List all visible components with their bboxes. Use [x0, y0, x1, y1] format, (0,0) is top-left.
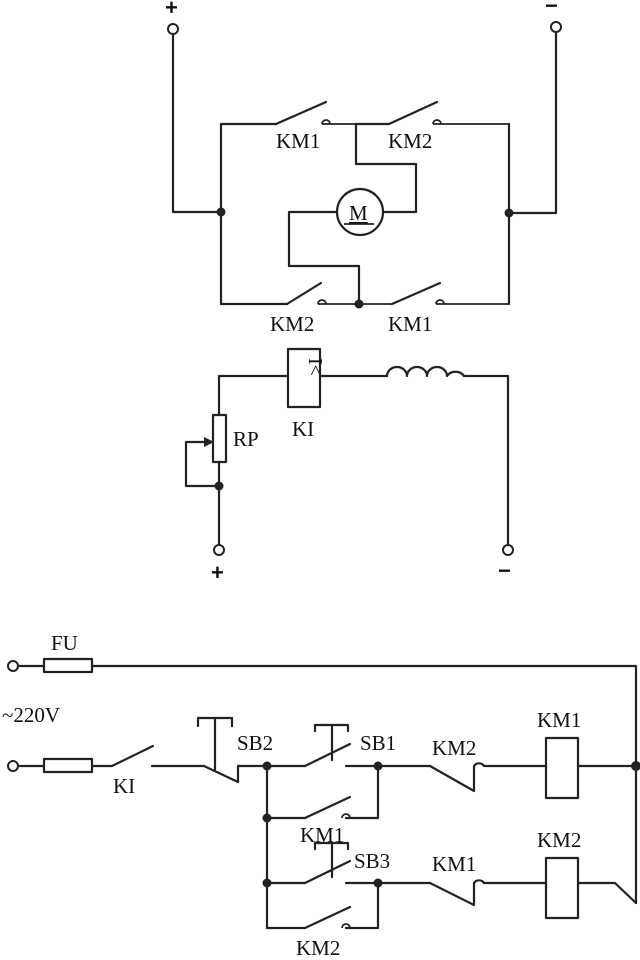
armature-minus-sign: − — [545, 0, 558, 18]
supply-terminal-top — [7, 660, 19, 672]
label-km2-coil: KM2 — [537, 828, 581, 852]
field-plus-sign: + — [211, 560, 224, 585]
field-minus-sign: − — [498, 558, 511, 583]
motor-label: M — [349, 201, 368, 225]
junction-bottom-mid — [354, 299, 364, 309]
motor-lower-lead — [287, 210, 361, 306]
button-sb2[interactable] — [196, 716, 240, 784]
contact-bottom-right-fixed — [435, 299, 509, 305]
junction-left — [216, 207, 226, 217]
contact-top-left-blade — [274, 100, 328, 126]
undercurrent-relay-box — [286, 347, 322, 409]
coil-km1 — [544, 736, 580, 800]
rheostat-wiper — [184, 440, 221, 488]
label-ki-relay: KI — [292, 417, 314, 441]
armature-plus-terminal — [167, 23, 179, 35]
label-km1-coil: KM1 — [537, 708, 581, 732]
label-km1-top: KM1 — [276, 129, 320, 153]
motor-symbol — [335, 187, 385, 237]
label-km1-interlock: KM1 — [432, 852, 476, 876]
contact-km2-hold-fixed — [341, 923, 351, 929]
junction-sb3-out — [373, 878, 383, 888]
fuse-bottom — [42, 757, 94, 774]
armature-minus-terminal — [550, 21, 562, 33]
label-rp: RP — [233, 427, 259, 451]
field-circuit: I< KI RP + − — [184, 347, 514, 585]
label-km2-bottom: KM2 — [270, 312, 314, 336]
armature-plus-lead — [171, 32, 223, 214]
motor-upper-lead — [354, 122, 418, 214]
contact-bottom-left-blade — [285, 281, 323, 306]
forward-hold-branch — [265, 764, 380, 820]
contact-ki-blade — [110, 744, 155, 768]
button-sb3[interactable] — [303, 841, 352, 885]
contact-top-right-blade — [387, 100, 439, 126]
coil-km2 — [544, 856, 580, 920]
undercurrent-relay-symbol: I< — [304, 358, 326, 376]
junction-sb1-out — [373, 761, 383, 771]
label-ki-contact: KI — [113, 774, 135, 798]
junction-sb2-node — [262, 761, 272, 771]
contact-top-left-fixed — [321, 119, 356, 125]
contact-top-right-fixed — [432, 119, 509, 125]
contact-km1-interlock[interactable] — [428, 879, 486, 907]
armature-circuit: + − KM1 KM2 KM2 KM1 M — [165, 0, 562, 336]
label-km2-top: KM2 — [388, 129, 432, 153]
label-sb1: SB1 — [360, 731, 396, 755]
armature-plus-sign: + — [165, 0, 178, 20]
junction-forward-hold — [262, 813, 272, 823]
field-minus-terminal — [502, 544, 514, 556]
junction-reverse-node — [262, 878, 272, 888]
contact-bottom-right-blade — [390, 281, 442, 306]
supply-terminal-bottom — [7, 760, 19, 772]
field-winding — [385, 365, 466, 378]
junction-return — [631, 761, 640, 771]
field-top-wire-left — [217, 374, 290, 417]
button-sb1[interactable] — [303, 723, 352, 768]
armature-minus-lead — [507, 30, 558, 215]
control-circuit: ~220V FU KI SB2 SB1 KM1 KM2 KM1 — [2, 631, 640, 960]
field-plus-terminal — [213, 544, 225, 556]
wire-km2-coil-to-return — [576, 881, 638, 905]
label-fu: FU — [51, 631, 78, 655]
contact-km1-hold-fixed — [341, 813, 351, 819]
contact-km2-hold-blade — [303, 905, 352, 930]
label-km2-interlock: KM2 — [432, 736, 476, 760]
fuse-fu — [42, 657, 94, 674]
rheostat-wiper-arrow — [204, 437, 214, 447]
reverse-hold-branch — [265, 881, 380, 930]
label-sb3: SB3 — [354, 849, 390, 873]
control-top-line — [16, 664, 638, 905]
label-km1-bottom: KM1 — [388, 312, 432, 336]
label-sb2: SB2 — [237, 731, 273, 755]
field-right-wire — [462, 374, 510, 547]
rheostat-junction — [214, 481, 224, 491]
contact-km2-interlock[interactable] — [428, 762, 486, 793]
rheostat-rp — [211, 413, 228, 464]
label-supply-voltage: ~220V — [2, 703, 60, 727]
contact-km1-hold-blade — [303, 795, 352, 820]
junction-right — [504, 208, 514, 218]
label-km2-hold: KM2 — [296, 936, 340, 960]
